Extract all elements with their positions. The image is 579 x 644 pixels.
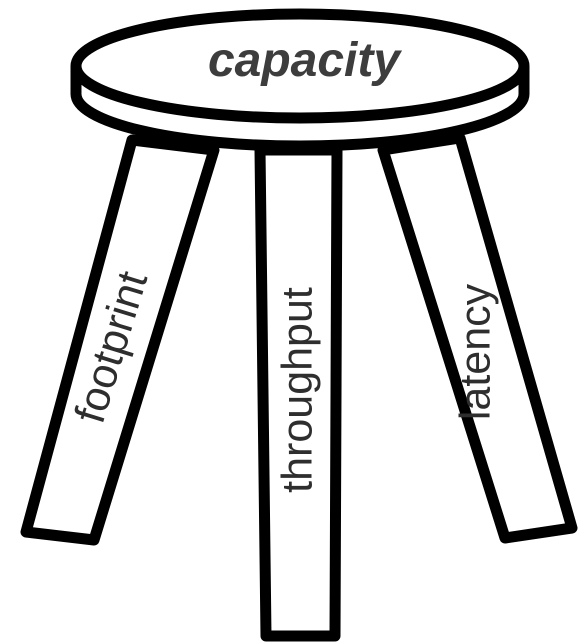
leg-middle: throughput	[260, 150, 337, 636]
leg-right-label: latency	[451, 283, 499, 420]
stool-seat: capacity	[76, 14, 524, 146]
leg-left: footprint	[26, 140, 214, 540]
leg-right: latency	[383, 138, 572, 538]
seat-label: capacity	[208, 34, 402, 87]
leg-middle-label: throughput	[273, 287, 321, 493]
